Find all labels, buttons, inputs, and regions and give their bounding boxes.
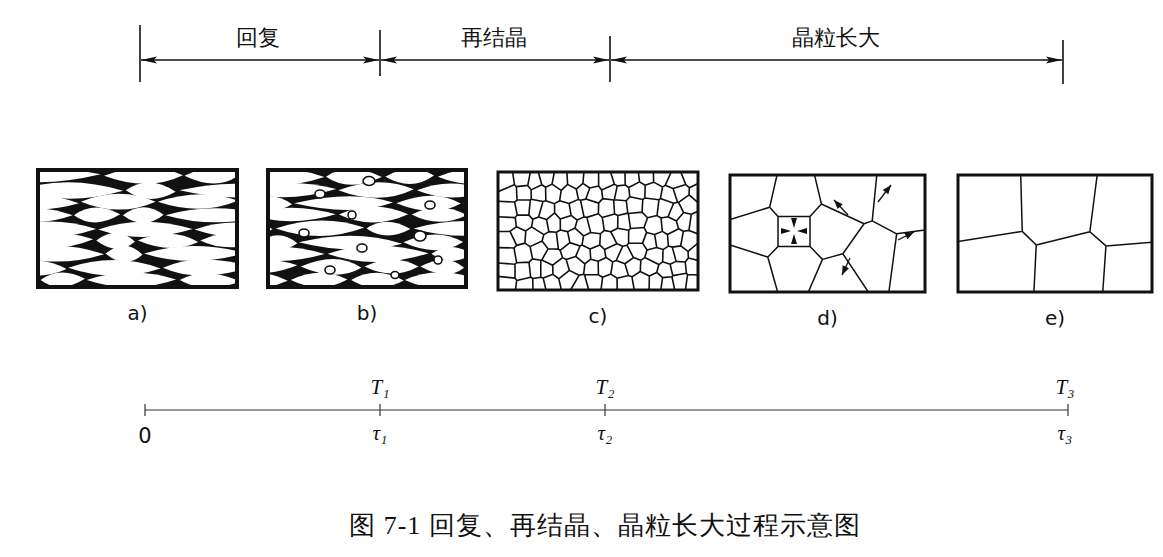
axis-label: τ₂ (598, 421, 613, 445)
axis-tick (379, 404, 380, 416)
nucleus (363, 177, 375, 186)
axis-label: τ₃ (1058, 421, 1073, 445)
arrowhead (593, 57, 609, 64)
stage-label: 晶粒长大 (792, 25, 880, 50)
panel: e) (958, 175, 1152, 330)
grain-boundaries (730, 175, 925, 292)
grain-boundaries (498, 172, 698, 290)
panel-label: a) (127, 301, 147, 325)
arrowhead (1046, 57, 1062, 64)
deformed-grains (38, 170, 237, 287)
stage-dimension (140, 25, 1063, 84)
panel-border (958, 175, 1152, 292)
shrink-arrow (781, 228, 791, 234)
dimension-line (611, 59, 1062, 60)
panel-border (38, 170, 237, 287)
arrowhead (141, 57, 157, 64)
grown-grains (958, 175, 1152, 292)
dimension-tick (609, 36, 611, 82)
shrink-arrow (791, 234, 797, 244)
shrink-arrow (791, 218, 797, 228)
axis-label: T₂ (596, 375, 615, 399)
nucleus (348, 211, 356, 219)
panel-border (268, 170, 466, 287)
panel: b) (268, 170, 466, 325)
boundary-arrow (842, 258, 850, 275)
boundary-arrow (834, 200, 848, 215)
deformed-grains (268, 170, 466, 287)
arrowhead (363, 57, 379, 64)
dimension-line (381, 59, 609, 60)
axis-label: T₃ (1056, 375, 1075, 399)
dimension-tick (139, 25, 141, 82)
axis-tick (604, 404, 605, 416)
nucleus (357, 244, 367, 252)
panel-border (498, 172, 698, 290)
axis-tick (144, 404, 145, 416)
dimension-line (141, 59, 379, 60)
nucleus (299, 229, 309, 237)
shrink-arrow (797, 228, 807, 234)
panel-label: d) (817, 306, 838, 330)
boundary-arrow (898, 232, 914, 240)
dimension-tick (379, 30, 381, 76)
stage-label: 再结晶 (461, 25, 527, 50)
time-axis (145, 404, 1068, 416)
axis-tick (1067, 404, 1068, 416)
nucleus (325, 266, 335, 274)
boundary-arrow (878, 185, 891, 202)
panel: c) (498, 172, 698, 328)
panel-label: e) (1045, 306, 1065, 330)
growing-grains (730, 175, 925, 292)
recrystallized-grains (498, 172, 698, 290)
nucleus (434, 256, 442, 264)
panel-label: b) (357, 301, 378, 325)
stage-label: 回复 (236, 25, 280, 50)
arrowhead (381, 57, 397, 64)
panel: a) (38, 170, 237, 325)
nucleus (391, 272, 399, 279)
grain-boundaries (958, 175, 1152, 292)
nucleus (414, 231, 426, 241)
axis-label: τ₁ (373, 421, 388, 445)
nucleus (425, 201, 435, 209)
arrowhead (611, 57, 627, 64)
axis-label: T₁ (371, 375, 390, 399)
panel-border (730, 175, 925, 292)
dimension-tick (1062, 40, 1064, 84)
panel-label: c) (589, 304, 608, 328)
figure-caption: 图 7-1 回复、再结晶、晶粒长大过程示意图 (349, 508, 861, 543)
panel: d) (730, 175, 925, 330)
axis-label: 0 (138, 424, 151, 448)
nucleus (315, 190, 325, 198)
